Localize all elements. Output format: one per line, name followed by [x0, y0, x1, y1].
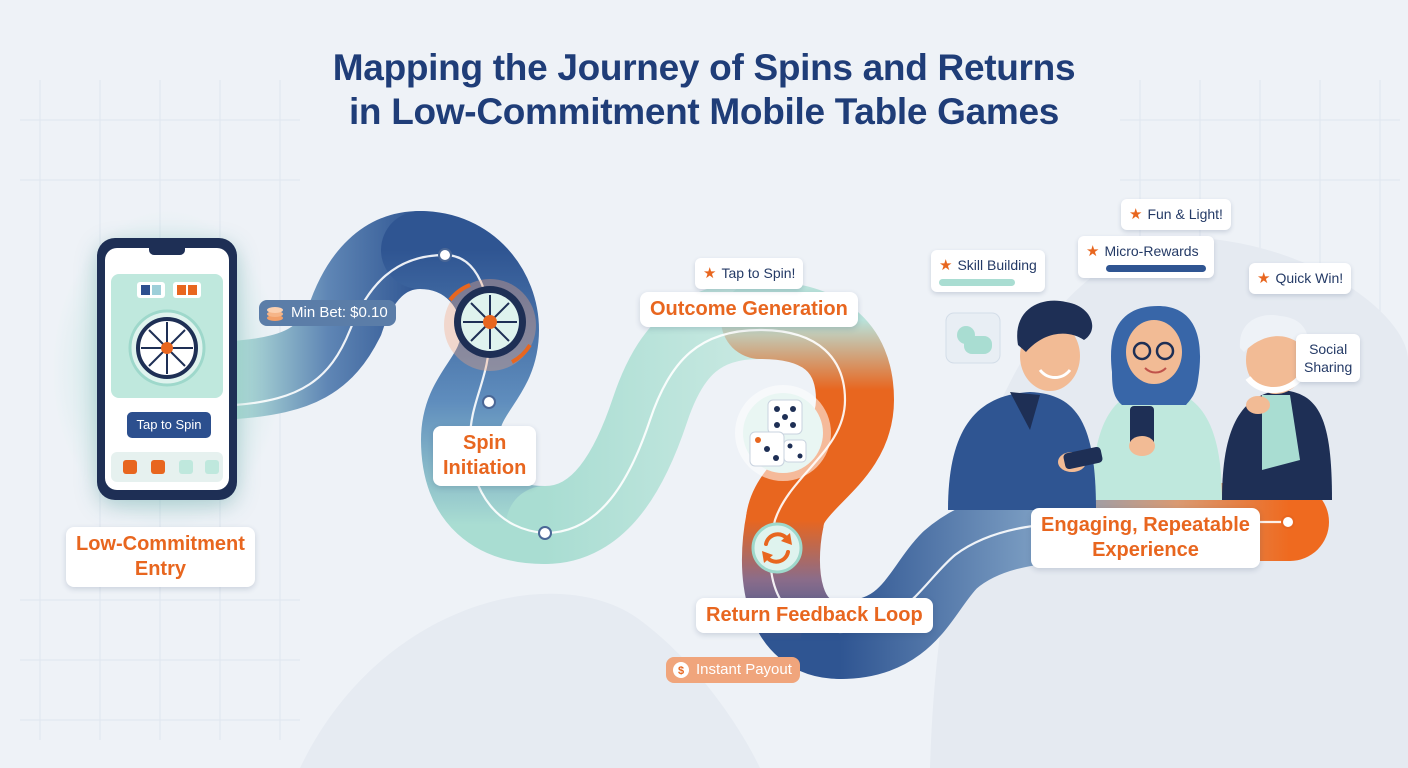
svg-text:$: $	[678, 665, 684, 677]
page-title: Mapping the Journey of Spins and Returns…	[0, 46, 1408, 134]
stage-entry-line-2: Entry	[134, 558, 186, 580]
phone-chip-row	[111, 452, 223, 482]
instant-payout-badge: $ Instant Payout	[666, 657, 800, 683]
tag-fun-light: ★Fun & Light!	[1121, 199, 1231, 230]
phone-notch	[149, 248, 185, 255]
stage-engaging-experience: Engaging, Repeatable Experience	[1031, 508, 1260, 568]
stage-entry-line-1: Low-Commitment	[76, 533, 245, 555]
phone-mockup: Tap to Spin	[97, 238, 237, 500]
tag-social-line-1: Social	[1309, 341, 1348, 357]
tag-social-sharing: Social Sharing	[1296, 334, 1361, 382]
phone-screen: Tap to Spin	[105, 248, 229, 490]
instant-payout-label: Instant Payout	[696, 661, 792, 678]
stage-low-commitment-entry: Low-Commitment Entry	[66, 527, 255, 587]
tag-quick-win: ★Quick Win!	[1249, 263, 1352, 294]
stage-engaging-line-2: Experience	[1092, 539, 1199, 561]
tap-to-spin-tag-label: Tap to Spin!	[721, 265, 796, 281]
stage-engaging-line-1: Engaging, Repeatable	[1041, 514, 1250, 536]
min-bet-badge: Min Bet: $0.10	[259, 300, 396, 326]
stage-return-feedback-loop: Return Feedback Loop	[696, 598, 933, 633]
chip-slot-blue	[137, 282, 165, 298]
min-bet-label: Min Bet: $0.10	[291, 304, 388, 321]
tag-skill-building-label: Skill Building	[957, 257, 1037, 273]
tag-fun-light-label: Fun & Light!	[1147, 206, 1223, 222]
title-line-2: in Low-Commitment Mobile Table Games	[348, 91, 1060, 132]
dice-icon	[735, 385, 831, 481]
stage-spin-initiation: Spin Initiation	[433, 426, 537, 486]
chip-slot-orange	[173, 282, 201, 298]
chip[interactable]	[151, 460, 165, 474]
coin-stack-icon	[267, 307, 283, 321]
title-line-1: Mapping the Journey of Spins and Returns	[332, 47, 1076, 88]
tap-to-spin-button[interactable]: Tap to Spin	[127, 412, 211, 438]
refresh-icon	[751, 522, 803, 574]
stage-spin-line-1: Spin	[462, 432, 507, 454]
tag-micro-rewards: ★Micro-Rewards	[1078, 236, 1214, 278]
players-illustration	[945, 300, 1332, 510]
tag-micro-rewards-label: Micro-Rewards	[1104, 243, 1199, 259]
tag-quick-win-label: Quick Win!	[1275, 270, 1344, 286]
path-nodes	[438, 248, 1295, 540]
stage-outcome-generation: Outcome Generation	[640, 292, 858, 327]
chip[interactable]	[123, 460, 137, 474]
tag-social-line-2: Sharing	[1304, 359, 1353, 375]
micro-rewards-bar	[1106, 265, 1206, 272]
payout-icon: $	[673, 662, 689, 678]
skill-building-bar	[939, 279, 1015, 286]
star-icon: ★	[1086, 243, 1100, 260]
star-icon: ★	[1129, 206, 1143, 223]
stage-spin-line-2: Initiation	[443, 457, 527, 479]
star-icon: ★	[1257, 270, 1271, 287]
phone-roulette-icon	[128, 309, 206, 387]
tag-skill-building: ★Skill Building	[931, 250, 1045, 292]
star-icon: ★	[939, 257, 953, 274]
roulette-wheel-icon	[444, 279, 536, 371]
chip[interactable]	[179, 460, 193, 474]
tap-to-spin-tag: ★Tap to Spin!	[695, 258, 804, 289]
star-icon: ★	[703, 265, 717, 282]
chip[interactable]	[205, 460, 219, 474]
game-card	[111, 274, 223, 398]
